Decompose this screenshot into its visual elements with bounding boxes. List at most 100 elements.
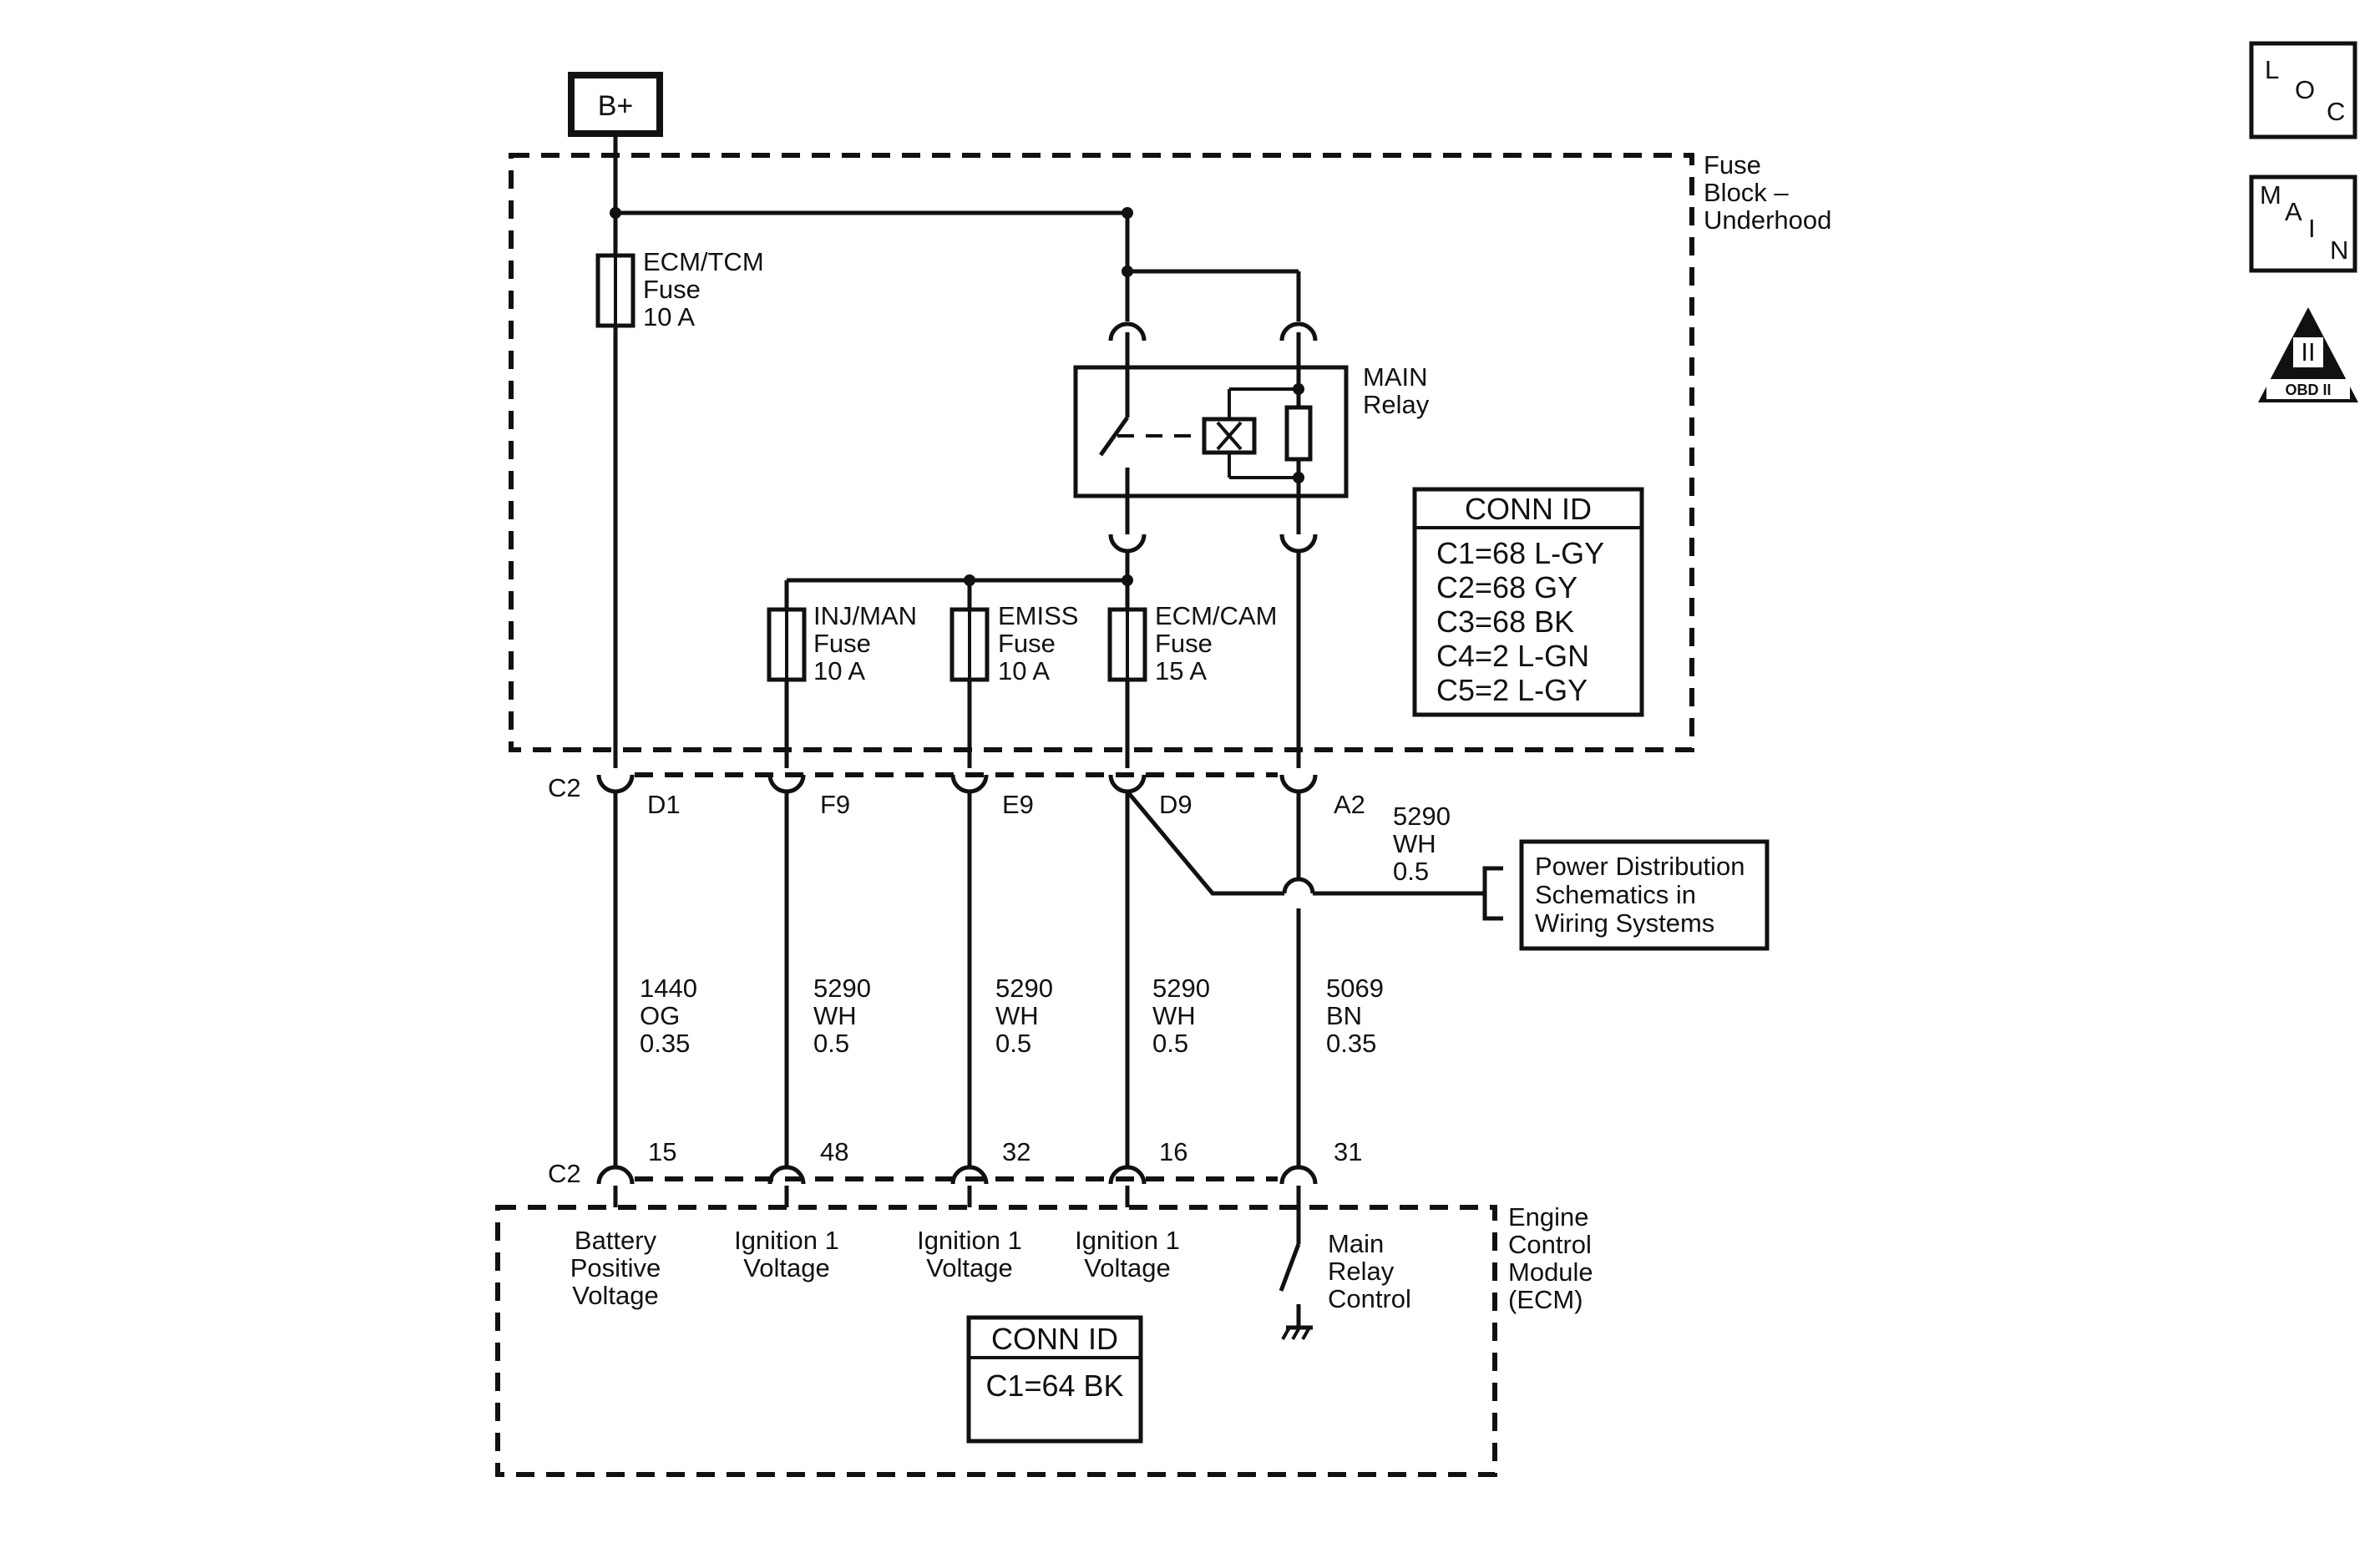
- svg-text:C: C: [2327, 97, 2345, 126]
- battery-positive-label: B+: [598, 90, 634, 122]
- svg-text:0.5: 0.5: [1393, 857, 1429, 886]
- ecm-tcm-fuse-label: ECM/TCM: [643, 247, 764, 276]
- relay-output-terminals: [1108, 496, 1318, 554]
- loc-icon[interactable]: L O C: [2249, 41, 2357, 139]
- main-relay-label: MAIN: [1363, 362, 1428, 392]
- fuse-block-boundary: [509, 153, 1694, 752]
- emiss-fuse: EMISS Fuse 10 A: [949, 601, 1078, 685]
- svg-text:Ignition 1: Ignition 1: [1075, 1226, 1180, 1255]
- power-distribution-splice: 5290 WH 0.5: [1126, 790, 1503, 921]
- svg-text:F9: F9: [820, 790, 850, 819]
- svg-text:L: L: [2265, 55, 2279, 84]
- svg-text:Battery: Battery: [575, 1226, 657, 1255]
- svg-text:Ignition 1: Ignition 1: [917, 1226, 1022, 1255]
- svg-text:0.5: 0.5: [813, 1029, 849, 1058]
- svg-text:C2=68 GY: C2=68 GY: [1436, 570, 1577, 604]
- ecm-boundary: [495, 1205, 1497, 1477]
- svg-text:Voltage: Voltage: [743, 1253, 829, 1282]
- svg-text:I: I: [2308, 214, 2316, 243]
- svg-text:D9: D9: [1159, 790, 1193, 819]
- svg-text:0.35: 0.35: [640, 1029, 690, 1058]
- ecm-ignition-input-1: Ignition 1 Voltage: [734, 1186, 839, 1282]
- svg-text:0.5: 0.5: [1152, 1029, 1188, 1058]
- svg-text:N: N: [2330, 235, 2348, 265]
- svg-text:CONN ID: CONN ID: [991, 1322, 1118, 1356]
- svg-text:Engine: Engine: [1508, 1202, 1589, 1232]
- svg-text:Underhood: Underhood: [1704, 205, 1831, 235]
- upper-connector-c2: C2 D1 F9 E9 D9 A2: [548, 772, 1365, 819]
- svg-text:Fuse: Fuse: [643, 275, 701, 304]
- harness-wires: [613, 792, 1315, 1167]
- svg-text:O: O: [2295, 75, 2315, 104]
- svg-text:Power Distribution: Power Distribution: [1535, 852, 1745, 881]
- svg-text:Block –: Block –: [1704, 178, 1789, 207]
- relay-input-terminals: [1108, 321, 1318, 367]
- ecm-ignition-input-3: Ignition 1 Voltage: [1075, 1186, 1180, 1282]
- ecm-cam-fuse: ECM/CAM Fuse 15 A: [1107, 601, 1277, 685]
- svg-text:C1=64 BK: C1=64 BK: [985, 1368, 1123, 1403]
- svg-text:A: A: [2285, 197, 2302, 226]
- fuse-block-label: Fuse Block – Underhood: [1704, 150, 1831, 235]
- ignition-bus: [784, 551, 1133, 610]
- svg-text:Ignition 1: Ignition 1: [734, 1226, 839, 1255]
- svg-text:16: 16: [1159, 1137, 1187, 1166]
- inj-man-fuse: INJ/MAN Fuse 10 A: [767, 601, 917, 685]
- svg-text:15 A: 15 A: [1155, 656, 1207, 685]
- svg-text:0.5: 0.5: [995, 1029, 1031, 1058]
- svg-text:Control: Control: [1508, 1230, 1592, 1259]
- svg-text:Main: Main: [1328, 1229, 1384, 1258]
- svg-text:48: 48: [820, 1137, 848, 1166]
- svg-text:OG: OG: [640, 1001, 680, 1030]
- ecm-conn-id: CONN ID C1=64 BK: [966, 1315, 1143, 1444]
- svg-text:10 A: 10 A: [998, 656, 1050, 685]
- svg-text:5290: 5290: [1152, 974, 1210, 1003]
- svg-text:A2: A2: [1334, 790, 1365, 819]
- lower-connector-c2: C2 15 48 32 16 31: [548, 1137, 1362, 1188]
- ecm-label: Engine Control Module (ECM): [1508, 1202, 1593, 1314]
- svg-text:15: 15: [648, 1137, 676, 1166]
- svg-text:C3=68 BK: C3=68 BK: [1436, 604, 1574, 639]
- svg-text:Fuse: Fuse: [813, 629, 871, 658]
- battery-positive-source: B+: [568, 72, 663, 137]
- svg-text:5290: 5290: [813, 974, 871, 1003]
- svg-text:(ECM): (ECM): [1508, 1285, 1583, 1314]
- svg-text:Relay: Relay: [1363, 390, 1430, 419]
- svg-text:10 A: 10 A: [643, 302, 695, 331]
- svg-text:II: II: [2301, 337, 2315, 367]
- svg-text:OBD II: OBD II: [2285, 382, 2331, 398]
- svg-text:WH: WH: [1152, 1001, 1196, 1030]
- svg-text:10 A: 10 A: [813, 656, 865, 685]
- svg-text:5290: 5290: [995, 974, 1053, 1003]
- svg-text:Fuse: Fuse: [1155, 629, 1213, 658]
- inj-man-fuse-label: INJ/MAN: [813, 601, 917, 630]
- svg-text:C1=68 L-GY: C1=68 L-GY: [1436, 536, 1604, 570]
- svg-text:E9: E9: [1002, 790, 1034, 819]
- svg-text:WH: WH: [813, 1001, 857, 1030]
- svg-text:Voltage: Voltage: [572, 1281, 658, 1310]
- fuse-block-conn-id: CONN ID C1=68 L-GY C2=68 GY C3=68 BK C4=…: [1412, 487, 1644, 717]
- wire-labels: 1440 OG 0.35 5290 WH 0.5 5290 WH 0.5 529…: [640, 974, 1384, 1058]
- svg-text:Voltage: Voltage: [1084, 1253, 1170, 1282]
- svg-text:Module: Module: [1508, 1257, 1593, 1287]
- svg-text:Fuse: Fuse: [998, 629, 1056, 658]
- main-icon[interactable]: M A I N: [2249, 175, 2357, 273]
- svg-text:D1: D1: [647, 790, 681, 819]
- svg-text:1440: 1440: [640, 974, 697, 1003]
- svg-text:Wiring Systems: Wiring Systems: [1535, 908, 1714, 938]
- svg-text:CONN ID: CONN ID: [1465, 492, 1592, 526]
- svg-text:Control: Control: [1328, 1284, 1411, 1313]
- ecm-battery-positive-input: Battery Positive Voltage: [570, 1186, 661, 1310]
- svg-text:Voltage: Voltage: [926, 1253, 1012, 1282]
- svg-text:WH: WH: [995, 1001, 1039, 1030]
- svg-text:M: M: [2260, 180, 2281, 210]
- svg-text:0.35: 0.35: [1326, 1029, 1376, 1058]
- svg-text:Positive: Positive: [570, 1253, 661, 1282]
- ecm-cam-fuse-label: ECM/CAM: [1155, 601, 1277, 630]
- svg-text:5069: 5069: [1326, 974, 1384, 1003]
- svg-text:Relay: Relay: [1328, 1257, 1395, 1286]
- emiss-fuse-label: EMISS: [998, 601, 1078, 630]
- svg-text:Fuse: Fuse: [1704, 150, 1761, 180]
- obd-ii-icon[interactable]: II OBD II: [2258, 307, 2358, 402]
- ecm-tcm-fuse: ECM/TCM Fuse 10 A: [595, 247, 764, 331]
